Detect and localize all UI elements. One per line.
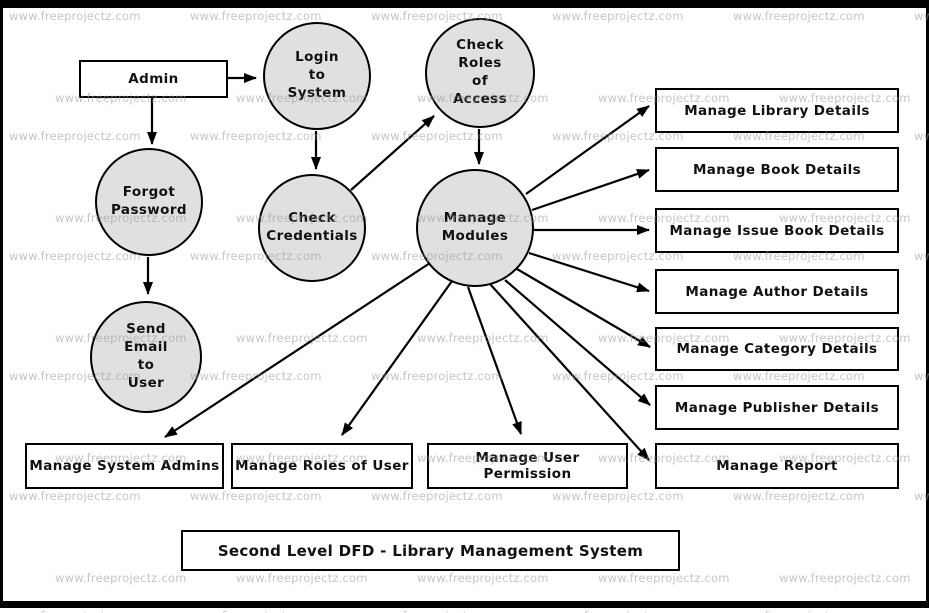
frame-right-border	[926, 0, 929, 608]
watermark-text: www.freeprojectz.com	[417, 331, 549, 345]
watermark-text: www.freeprojectz.com	[190, 9, 322, 23]
watermark-text: www.freeprojectz.com	[55, 571, 187, 585]
watermark-text: www.freeprojectz.com	[733, 609, 865, 613]
process-send-email-to-user-label: Send Email to User	[124, 321, 168, 391]
store-manage-user-permission: Manage User Permission	[427, 443, 628, 489]
flow-arrow	[531, 168, 650, 212]
flow-arrow	[350, 115, 435, 191]
watermark-text: www.freeprojectz.com	[779, 571, 911, 585]
store-manage-book-details: Manage Book Details	[655, 147, 899, 192]
process-check-roles-of-access-label: Check Roles of Access	[452, 37, 508, 107]
flow-arrow	[466, 286, 523, 435]
watermark-text: www.freeprojectz.com	[190, 369, 322, 383]
frame-left-border	[0, 0, 3, 608]
watermark-text: www.freeprojectz.com	[9, 489, 141, 503]
process-check-credentials-label: Check Credentials	[266, 210, 358, 244]
process-login-to-system: Login to System	[263, 22, 371, 130]
diagram-title: Second Level DFD - Library Management Sy…	[217, 541, 644, 560]
store-manage-category-details-label: Manage Category Details	[676, 341, 878, 357]
watermark-text: www.freeprojectz.com	[9, 609, 141, 613]
store-manage-report: Manage Report	[655, 443, 899, 489]
store-manage-issue-book-details-label: Manage Issue Book Details	[669, 222, 885, 239]
process-check-credentials: Check Credentials	[258, 174, 366, 282]
watermark-text: www.freeprojectz.com	[371, 129, 503, 143]
watermark-text: www.freeprojectz.com	[190, 489, 322, 503]
store-manage-library-details: Manage Library Details	[655, 88, 899, 133]
store-manage-library-details-label: Manage Library Details	[684, 102, 870, 119]
watermark-text: www.freeprojectz.com	[552, 369, 684, 383]
watermark-text: www.freeprojectz.com	[598, 571, 730, 585]
watermark-text: www.freeprojectz.com	[190, 129, 322, 143]
process-forgot-password: Forgot Password	[95, 148, 203, 256]
flow-arrow	[164, 262, 431, 438]
entity-admin-label: Admin	[128, 71, 179, 87]
flow-arrow	[516, 268, 651, 348]
watermark-text: www.freeprojectz.com	[371, 369, 503, 383]
process-login-to-system-label: Login to System	[287, 49, 347, 101]
store-manage-book-details-label: Manage Book Details	[692, 161, 862, 178]
watermark-text: www.freeprojectz.com	[914, 609, 929, 613]
watermark-text: www.freeprojectz.com	[371, 489, 503, 503]
watermark-text: www.freeprojectz.com	[552, 609, 684, 613]
watermark-text: www.freeprojectz.com	[552, 489, 684, 503]
flow-arrow	[528, 251, 650, 293]
process-manage-modules: Manage Modules	[416, 169, 534, 287]
store-manage-system-admins-label: Manage System Admins	[29, 458, 220, 474]
flow-arrow	[489, 283, 650, 461]
store-manage-roles-of-user-label: Manage Roles of User	[235, 458, 409, 474]
watermark-text: www.freeprojectz.com	[733, 9, 865, 23]
watermark-text: www.freeprojectz.com	[9, 249, 141, 263]
flow-arrow	[525, 105, 650, 195]
store-manage-issue-book-details: Manage Issue Book Details	[655, 208, 899, 253]
flow-arrow	[341, 280, 453, 436]
store-manage-category-details: Manage Category Details	[655, 327, 899, 371]
process-check-roles-of-access: Check Roles of Access	[425, 18, 535, 128]
diagram-title-box: Second Level DFD - Library Management Sy…	[181, 530, 680, 571]
watermark-text: www.freeprojectz.com	[9, 129, 141, 143]
frame-top-bar	[0, 0, 929, 8]
process-forgot-password-label: Forgot Password	[111, 184, 187, 218]
watermark-text: www.freeprojectz.com	[236, 571, 368, 585]
watermark-text: www.freeprojectz.com	[417, 571, 549, 585]
store-manage-author-details-label: Manage Author Details	[685, 283, 869, 300]
store-manage-report-label: Manage Report	[716, 458, 838, 474]
process-send-email-to-user: Send Email to User	[90, 301, 202, 413]
watermark-text: www.freeprojectz.com	[236, 331, 368, 345]
entity-admin: Admin	[79, 60, 228, 98]
store-manage-author-details: Manage Author Details	[655, 269, 899, 314]
store-manage-roles-of-user: Manage Roles of User	[231, 443, 413, 489]
store-manage-system-admins: Manage System Admins	[25, 443, 224, 489]
watermark-text: www.freeprojectz.com	[733, 489, 865, 503]
store-manage-publisher-details: Manage Publisher Details	[655, 385, 899, 430]
watermark-text: www.freeprojectz.com	[9, 9, 141, 23]
frame-bottom-bar	[0, 601, 929, 608]
watermark-text: www.freeprojectz.com	[190, 609, 322, 613]
watermark-text: www.freeprojectz.com	[371, 609, 503, 613]
process-manage-modules-label: Manage Modules	[441, 210, 509, 244]
flow-arrow	[504, 279, 651, 406]
store-manage-publisher-details-label: Manage Publisher Details	[674, 399, 880, 416]
watermark-text: www.freeprojectz.com	[552, 9, 684, 23]
watermark-text: www.freeprojectz.com	[733, 369, 865, 383]
store-manage-user-permission-label: Manage User Permission	[475, 450, 580, 482]
